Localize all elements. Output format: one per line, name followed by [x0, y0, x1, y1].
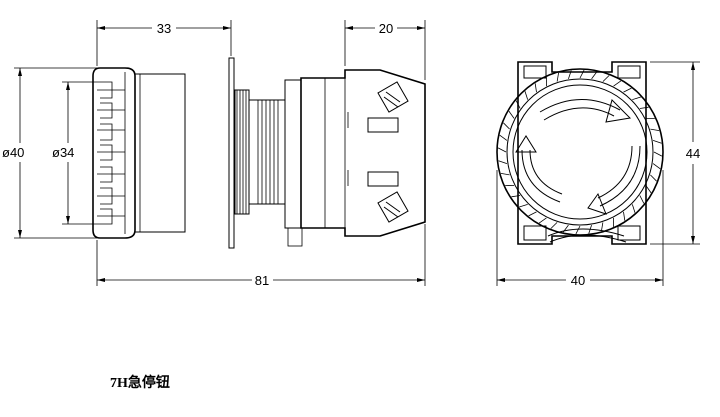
thread-lines — [236, 90, 247, 214]
dim-front-width: 40 — [571, 273, 585, 288]
knurl-mark — [650, 174, 657, 182]
knurl-mark — [568, 70, 572, 80]
front-view — [496, 61, 664, 245]
mushroom-head — [92, 67, 136, 239]
head-body — [134, 73, 186, 233]
front-housing — [517, 61, 647, 245]
dim-side-length: 33 — [157, 21, 171, 36]
knurl-mark — [524, 91, 529, 100]
knurl-mark — [508, 110, 515, 119]
knurl-mark — [639, 106, 649, 109]
knurl-mark — [511, 195, 521, 198]
knurl-mark — [579, 69, 585, 79]
dimension-arrows — [18, 26, 425, 282]
knurl-mark — [550, 222, 558, 229]
terminal-screw-top — [377, 81, 409, 113]
contact-block — [300, 69, 426, 237]
knurl-mark — [556, 72, 559, 82]
knurl-mark — [623, 211, 626, 221]
threaded-bushing — [248, 99, 286, 205]
head-ribs — [97, 72, 126, 234]
knurl-mark — [591, 71, 598, 80]
dim-side-depth: 20 — [379, 21, 393, 36]
knurl-mark — [503, 122, 510, 130]
knurl-mark — [645, 185, 652, 194]
dim-inner-diameter: ø34 — [52, 145, 74, 160]
adapter-frame — [284, 79, 302, 229]
knurl-mark — [602, 75, 610, 82]
knurl-mark — [538, 217, 547, 224]
knurl-marks — [497, 69, 663, 235]
knurl-mark — [613, 80, 622, 87]
front-dimensions — [496, 61, 700, 286]
side-dimensions — [14, 20, 426, 286]
dim-outer-diameter: ø40 — [2, 145, 24, 160]
terminal-screw-bottom — [377, 191, 409, 223]
knurl-mark — [498, 160, 508, 164]
mushroom-face — [512, 84, 648, 220]
knurl-mark — [575, 225, 581, 235]
mounting-panel — [228, 57, 235, 249]
knurl-mark — [653, 151, 663, 157]
knurl-mark — [500, 173, 510, 176]
knurl-mark — [650, 128, 660, 131]
knurl-mark — [528, 211, 537, 217]
dim-front-height: 44 — [686, 146, 700, 161]
knurl-mark — [497, 147, 507, 153]
dim-overall-length: 81 — [255, 273, 269, 288]
side-view — [92, 57, 426, 249]
rotate-arrow-icon — [515, 99, 641, 215]
knurl-mark — [519, 203, 528, 208]
knurl-mark — [639, 195, 645, 204]
knurl-mark — [515, 100, 521, 109]
knurl-mark — [601, 222, 604, 232]
knurl-mark — [652, 140, 662, 144]
knurl-mark — [623, 87, 632, 93]
knurl-mark — [632, 96, 641, 101]
knurl-mark — [534, 83, 537, 93]
drawing-caption: 7H急停钮 — [110, 376, 170, 391]
knurl-mark — [499, 134, 508, 141]
knurl-mark — [631, 204, 636, 213]
knurl-mark — [652, 163, 661, 170]
